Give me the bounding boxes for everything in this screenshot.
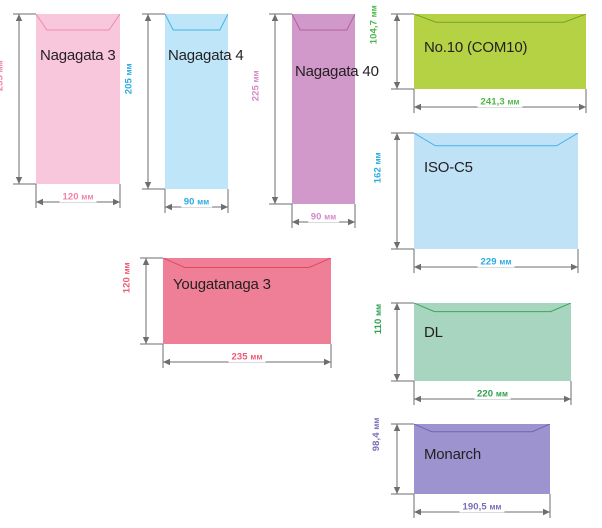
width-value-nagagata-40: 90 — [310, 211, 322, 223]
envelope-flap-yougatanaga-3 — [163, 258, 331, 268]
width-label-yougatanaga-3: 235 мм — [228, 351, 266, 363]
width-value-dl: 220 — [477, 388, 494, 400]
height-label-yougatanaga-3: 120 мм — [121, 259, 133, 297]
envelope-flap-nagagata-40 — [292, 14, 355, 31]
envelope-flap-nagagata-3 — [36, 14, 120, 31]
envelope-yougatanaga-3 — [163, 258, 331, 344]
width-unit-dl: мм — [495, 389, 508, 399]
envelope-body-monarch — [414, 424, 550, 494]
width-label-dl: 220 мм — [474, 389, 511, 399]
envelope-flap-nagagata-4 — [165, 14, 228, 31]
width-value-iso-c5: 229 — [480, 256, 497, 268]
envelope-body-yougatanaga-3 — [163, 258, 331, 344]
envelope-body-nagagata-4 — [165, 14, 228, 189]
width-value-monarch: 190,5 — [462, 501, 487, 513]
width-label-nagagata-4: 90 мм — [180, 196, 213, 208]
envelope-dl — [414, 303, 571, 381]
width-unit-no10-com10: мм — [507, 97, 520, 107]
width-unit-nagagata-3: мм — [81, 192, 94, 202]
envelope-name-nagagata-4: Nagagata 4 — [168, 47, 244, 64]
width-label-nagagata-40: 90 мм — [307, 211, 340, 223]
envelope-name-no10-com10: No.10 (COM10) — [424, 39, 528, 56]
width-value-no10-com10: 241,3 — [480, 96, 505, 108]
envelope-name-yougatanaga-3: Yougatanaga 3 — [173, 276, 271, 293]
envelope-body-nagagata-3 — [36, 14, 120, 184]
envelope-flap-iso-c5 — [414, 133, 578, 147]
envelope-no10-com10 — [414, 14, 586, 89]
envelope-name-monarch: Monarch — [424, 446, 481, 463]
envelope-flap-dl — [414, 303, 571, 313]
envelope-body-dl — [414, 303, 571, 381]
width-value-yougatanaga-3: 235 — [231, 351, 248, 363]
width-value-nagagata-4: 90 — [183, 196, 195, 208]
envelope-body-iso-c5 — [414, 133, 578, 249]
envelope-nagagata-4 — [165, 14, 228, 189]
height-value-yougatanaga-3: 120 — [121, 277, 133, 294]
envelope-name-nagagata-40: Nagagata 40 — [295, 63, 379, 80]
envelope-iso-c5 — [414, 133, 578, 249]
envelope-flap-no10-com10 — [414, 14, 586, 23]
envelope-nagagata-40 — [292, 14, 355, 204]
width-label-monarch: 190,5 мм — [459, 501, 505, 513]
envelope-body-nagagata-40 — [292, 14, 355, 204]
width-unit-monarch: мм — [489, 502, 502, 512]
envelope-monarch — [414, 424, 550, 494]
width-value-nagagata-3: 120 — [62, 191, 79, 203]
width-label-iso-c5: 229 мм — [477, 256, 515, 268]
envelope-flap-monarch — [414, 424, 550, 433]
width-unit-yougatanaga-3: мм — [250, 352, 263, 362]
envelope-name-dl: DL — [424, 324, 443, 341]
width-label-no10-com10: 241,3 мм — [477, 96, 523, 108]
height-unit-yougatanaga-3: мм — [122, 262, 132, 275]
envelope-body-no10-com10 — [414, 14, 586, 89]
width-label-nagagata-3: 120 мм — [59, 191, 97, 203]
envelope-name-nagagata-3: Nagagata 3 — [40, 47, 116, 64]
envelope-nagagata-3 — [36, 14, 120, 184]
width-unit-nagagata-40: мм — [324, 212, 337, 222]
width-unit-iso-c5: мм — [499, 257, 512, 267]
envelope-name-iso-c5: ISO-C5 — [424, 159, 473, 176]
width-unit-nagagata-4: мм — [197, 197, 210, 207]
